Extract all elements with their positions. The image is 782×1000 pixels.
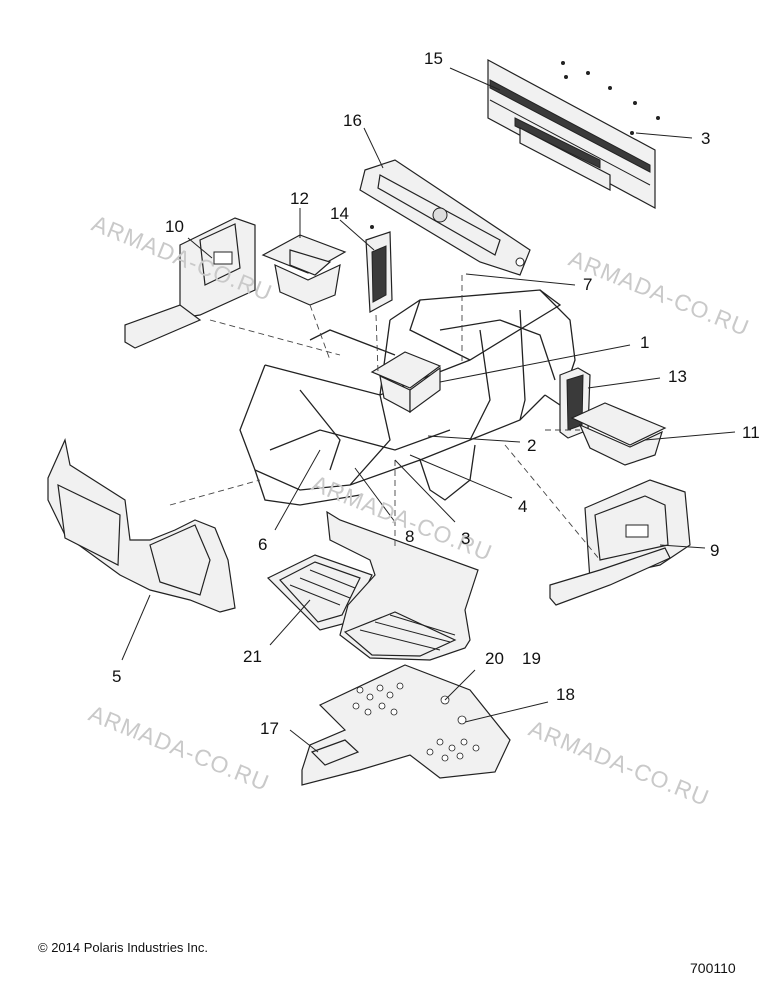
callout-14: 14 [330,204,349,223]
copyright-notice: © 2014 Polaris Industries Inc. [38,940,208,955]
callout-10: 10 [165,217,184,236]
callout-4: 4 [518,497,528,516]
callout-19: 19 [522,649,541,668]
callout-3: 3 [701,129,711,148]
callout-5: 5 [112,667,122,686]
part-15-rear-panel [487,58,656,210]
part-5-left-fender [47,438,236,613]
callout-9: 9 [710,541,720,560]
callout-18: 18 [556,685,575,704]
part-16-cross-panel [359,159,531,276]
part-10-left-door-panel [124,217,256,349]
callout-8: 8 [405,527,415,546]
callout-7: 7 [583,275,593,294]
callout-3-lower: 3 [461,529,471,548]
diagram-part-number: 700110 [690,960,736,976]
skid-plate-holes [352,682,480,762]
callout-leaders [121,67,736,753]
callout-15: 15 [424,49,443,68]
callout-16: 16 [343,111,362,130]
callout-17: 17 [260,719,279,738]
part-19-center-floor-tub [326,510,479,661]
part-9-right-door-panel [549,479,691,606]
callout-2: 2 [527,436,537,455]
callout-11: 11 [742,423,760,442]
part-17-skid-plate [301,664,511,786]
callout-1: 1 [640,333,650,352]
part-14-left-trim [365,225,393,313]
assembly-lines [169,275,601,561]
callout-13: 13 [668,367,687,386]
callout-21: 21 [243,647,262,666]
part-12-left-storage-bin [261,234,347,306]
part-3-screws [561,61,660,135]
callout-20: 20 [485,649,504,668]
callout-6: 6 [258,535,268,554]
part-11-right-storage-bin [570,402,667,466]
main-frame [239,289,576,506]
callout-12: 12 [290,189,309,208]
